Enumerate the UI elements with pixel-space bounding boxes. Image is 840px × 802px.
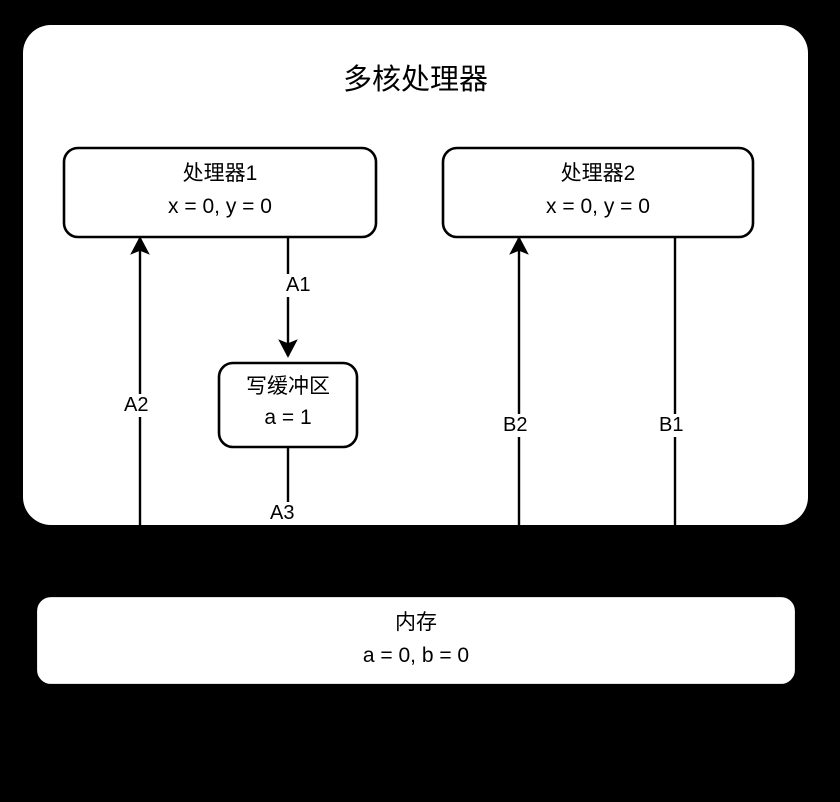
edge-label-a1: A1 <box>284 274 313 297</box>
write-buffer-box[interactable] <box>217 361 359 449</box>
edge-label-b1: B1 <box>657 414 686 437</box>
processor1-box[interactable] <box>62 146 378 239</box>
edge-label-a2: A2 <box>122 394 151 417</box>
processor2-box[interactable] <box>441 146 755 239</box>
edge-label-a3: A3 <box>268 502 297 525</box>
edge-label-b2: B2 <box>501 414 530 437</box>
memory-box[interactable] <box>34 594 798 687</box>
